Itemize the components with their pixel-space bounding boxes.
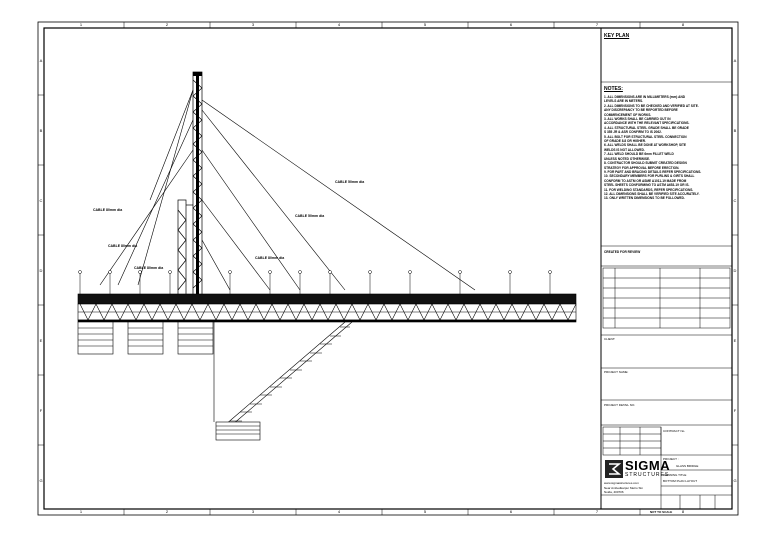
- grid-number-label: 7: [596, 22, 599, 27]
- note-line: 3. ALL WORKS SHALL BE CARRIED OUT IN: [604, 117, 671, 122]
- notes-list: 1. ALL DIMENSIONS ARE IN MILLIMETERS (mm…: [604, 95, 730, 201]
- company-website: www.sigmastructures.com: [604, 481, 639, 485]
- company-subtitle: STRUCTURES: [625, 472, 670, 478]
- grid-number-label: 8: [682, 509, 685, 514]
- grid-number-label: 1: [80, 509, 83, 514]
- grid-number-label: 2: [166, 509, 169, 514]
- drawing-title-label: DRAWING TITLE: [663, 473, 687, 477]
- grid-letter-label: D: [734, 268, 737, 273]
- scale-label: NOT TO SCALE: [650, 510, 673, 514]
- grid-letter-label: D: [40, 268, 43, 273]
- note-line: WELDS IS NOT ALLOWED.: [604, 147, 645, 152]
- note-line: 7. ALL WELD SHOULD BE 6mm FILLET WELD: [604, 152, 674, 157]
- note-line: UNLESS NOTED OTHERWISE.: [604, 156, 650, 161]
- ground-platform: [213, 322, 261, 441]
- cable-label-left-2: CABLE 80mm dia: [108, 244, 138, 248]
- grid-number-label: 3: [252, 22, 255, 27]
- grid-letter-label: G: [39, 478, 42, 483]
- note-line: 6. ALL WELDS SHALL BE DONE AT WORKSHOP, …: [604, 143, 687, 148]
- sigma-logo-mark: [605, 460, 623, 478]
- grid-letter-label: E: [40, 338, 43, 343]
- grid-number-label: 6: [510, 509, 513, 514]
- grid-number-label: 3: [252, 509, 255, 514]
- grid-letter-label: A: [734, 58, 737, 63]
- grid-number-label: 4: [338, 509, 341, 514]
- note-line: 11. FOR WELDING STANDARDS, REFER SPECIFI…: [604, 187, 694, 192]
- note-line: 10. SECONDARY MEMBERS FOR PURLINS & GIRT…: [604, 174, 695, 179]
- company-address-1: Near Ambedkarpur Metro Stn: [604, 486, 644, 490]
- deck-posts: [78, 270, 552, 294]
- bridge-deck: [77, 293, 577, 323]
- grid-number-label: 4: [338, 22, 341, 27]
- drawn-for-label: CREATED FOR REVIEW: [604, 250, 641, 254]
- grid-letter-label: B: [734, 128, 737, 133]
- grid-number-label: 6: [510, 22, 513, 27]
- note-line: STEEL SHEETS CONFORMING TO ASTM A653-19 …: [604, 183, 690, 188]
- note-line: CONFORM TO ASTM OR ASME A1011-19 MADE FR…: [604, 178, 687, 183]
- cable-label-right-3: CABLE 80mm dia: [255, 256, 285, 260]
- client-label: CLIENT:: [604, 337, 616, 341]
- grid-letter-label: C: [734, 198, 737, 203]
- note-line: 4. ALL STRUCTURAL STEEL GRADE SHALL BE G…: [604, 125, 689, 130]
- grid-letter-label: F: [40, 408, 43, 413]
- grid-letter-label: F: [734, 408, 737, 413]
- note-line: ANY DISCREPANCY TO BE REPORTED BEFORE: [604, 108, 678, 113]
- note-line: 2. ALL DIMENSIONS TO BE CHECKED AND VERI…: [604, 103, 699, 108]
- note-line: 12. ALL DIMENSIONS SHALL BE VERIFIED SIT…: [604, 191, 700, 196]
- project-detail-label: PROJECT DETAIL NO.: [604, 403, 636, 407]
- note-line: S 355 JR & ASR CONFIRM TO IS 2062.: [604, 130, 662, 135]
- outer-border: [37, 21, 739, 516]
- grid-number-label: 2: [166, 22, 169, 27]
- project-name-label: PROJECT NAME:: [604, 370, 629, 374]
- note-line: 1. ALL DIMENSIONS ARE IN MILLIMETERS (mm…: [604, 95, 686, 99]
- note-line: COMMENCEMENT OF WORKS.: [604, 112, 652, 117]
- grid-letter-label: A: [40, 58, 43, 63]
- drawing-title: BOTTOM PLAN LAYOUT: [663, 479, 698, 483]
- project-label: PROJECT :: [663, 457, 679, 461]
- note-line: OF GRADE 8.8 OR HIGHER.: [604, 139, 646, 144]
- grid-letter-label: E: [734, 338, 737, 343]
- inner-border: [43, 27, 733, 510]
- grid-ticks: [38, 22, 738, 515]
- cable-label-right-1: CABLE 50mm dia: [335, 180, 365, 184]
- grid-number-label: 5: [424, 509, 427, 514]
- project-value: GLASS BRIDGE: [676, 464, 699, 468]
- grid-letter-label: B: [40, 128, 43, 133]
- note-line: ACCORDANCE WITH THE RELEVANT SPECIFICATI…: [604, 121, 690, 126]
- note-line: 5. ALL BOLT FOR STRUCTURAL STEEL CONNECT…: [604, 134, 687, 139]
- cables-left: [99, 89, 194, 286]
- note-line: 9. FOR PART AND BRACING DETAILS REFER SP…: [604, 169, 702, 174]
- cable-label-right-2: CABLE 50mm dia: [295, 214, 325, 218]
- note-line: STRATEGY FOR APPROVAL BEFORE ERECTION.: [604, 165, 680, 170]
- tower-dark-fill: [193, 72, 202, 298]
- grid-letter-label: G: [733, 478, 736, 483]
- notes-title: NOTES:: [604, 86, 623, 92]
- grid-number-label: 5: [424, 22, 427, 27]
- cables-right: [201, 99, 476, 291]
- cable-label-left-3: CABLE 80mm dia: [134, 266, 164, 270]
- foundation-blocks: [77, 321, 214, 355]
- grid-number-label: 7: [596, 509, 599, 514]
- diagonal-stair: [224, 321, 353, 426]
- note-line: LEVELS ARE IN METERS.: [604, 99, 644, 104]
- contract-no-label: CONTRACT No.: [663, 429, 686, 433]
- grid-letter-label: C: [40, 198, 43, 203]
- cable-label-left-1: CABLE 80mm dia: [93, 208, 123, 212]
- company-address-2: Noida, 400706: [604, 490, 624, 494]
- grid-number-label: 8: [682, 22, 685, 27]
- key-plan-title: KEY PLAN: [604, 33, 630, 39]
- company-name: SIGMA: [625, 458, 671, 473]
- note-line: 13. ONLY WRITTEN DIMENSIONS TO BE FOLLOW…: [604, 196, 685, 201]
- note-line: 8. CONTRACTOR SHOULD SUBMIT CREATED DESI…: [604, 161, 687, 166]
- grid-number-label: 1: [80, 22, 83, 27]
- title-block-grid: [601, 81, 732, 509]
